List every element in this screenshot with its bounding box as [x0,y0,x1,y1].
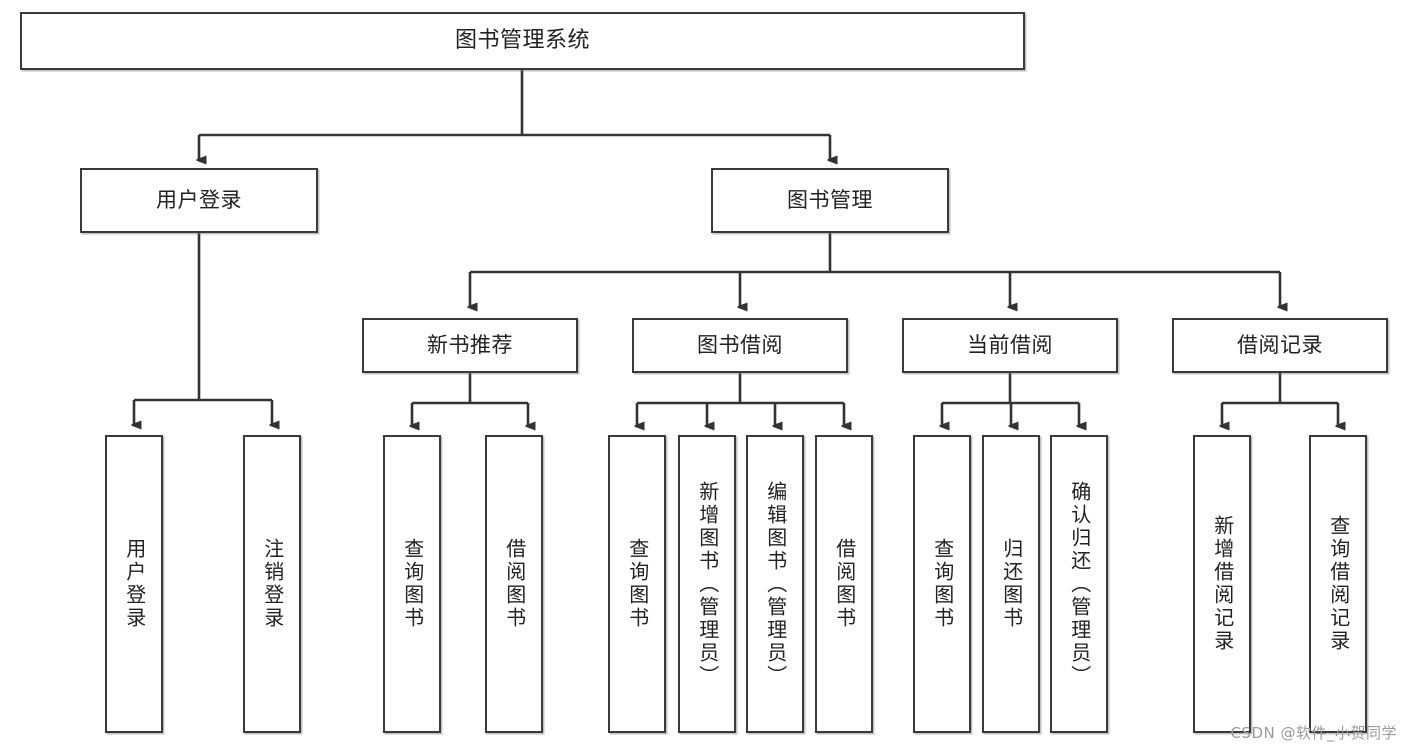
node-label: 用户登录 [156,188,242,213]
node-leaf-query-borrow-record[interactable]: 查询借阅记录 [1309,435,1367,733]
node-label: 图书借阅 [697,333,783,358]
node-leaf-query-book-borrow[interactable]: 查询图书 [608,435,666,733]
node-leaf-query-book-current[interactable]: 查询图书 [913,435,971,733]
node-label: 图书管理系统 [454,28,590,54]
node-book-management[interactable]: 图书管理 [711,168,949,233]
node-leaf-query-book-newbook[interactable]: 查询图书 [383,435,441,733]
node-user-login[interactable]: 用户登录 [80,168,318,233]
node-label: 图书管理 [787,188,873,213]
watermark: CSDN @软件_小贺同学 [1230,724,1397,742]
node-leaf-borrow-book[interactable]: 借阅图书 [815,435,873,733]
node-label: 借阅图书 [832,538,857,630]
node-leaf-edit-book-admin[interactable]: 编辑图书（管理员） [746,435,804,733]
node-label: 确认归还（管理员） [1067,480,1092,688]
node-label: 注销登录 [260,538,285,630]
node-label: 编辑图书（管理员） [763,480,788,688]
node-leaf-confirm-return-admin[interactable]: 确认归还（管理员） [1050,435,1108,733]
node-leaf-borrow-book-newbook[interactable]: 借阅图书 [485,435,543,733]
node-label: 当前借阅 [967,333,1053,358]
node-label: 查询借阅记录 [1326,515,1351,653]
node-label: 用户登录 [122,538,147,630]
node-label: 新增借阅记录 [1210,515,1235,653]
node-label: 查询图书 [625,538,650,630]
node-leaf-add-book-admin[interactable]: 新增图书（管理员） [678,435,736,733]
node-leaf-logout[interactable]: 注销登录 [243,435,301,733]
node-new-book-recommend[interactable]: 新书推荐 [362,318,578,373]
node-borrow-record[interactable]: 借阅记录 [1172,318,1388,373]
node-leaf-return-book[interactable]: 归还图书 [982,435,1040,733]
node-label: 新增图书（管理员） [695,480,720,688]
node-book-borrow[interactable]: 图书借阅 [632,318,848,373]
node-label: 归还图书 [999,538,1024,630]
node-root-system[interactable]: 图书管理系统 [20,12,1025,70]
node-label: 借阅图书 [502,538,527,630]
node-label: 借阅记录 [1237,333,1323,358]
node-current-borrow[interactable]: 当前借阅 [902,318,1118,373]
node-label: 查询图书 [400,538,425,630]
node-label: 查询图书 [930,538,955,630]
node-leaf-add-borrow-record[interactable]: 新增借阅记录 [1193,435,1251,733]
node-label: 新书推荐 [427,333,513,358]
node-leaf-user-login[interactable]: 用户登录 [105,435,163,733]
